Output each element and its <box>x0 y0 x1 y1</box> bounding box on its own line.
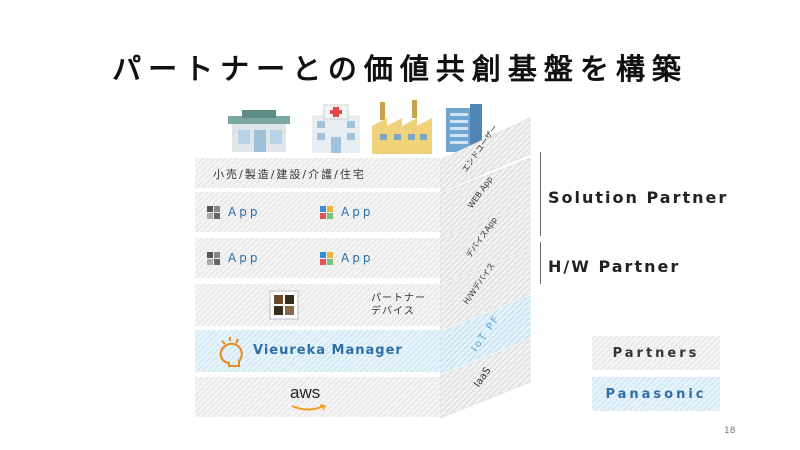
web-app-2: App <box>320 205 373 219</box>
partner-device-line1: パートナー <box>371 293 426 304</box>
layer-device-app: App App <box>195 238 440 278</box>
app-grid-icon <box>320 205 333 219</box>
aws-smile-icon <box>291 404 327 411</box>
web-app-1-label: App <box>228 205 261 219</box>
stack-side-faces <box>440 118 531 419</box>
hospital-icon <box>312 104 360 153</box>
web-app-2-label: App <box>341 205 374 219</box>
partner-device-label: パートナー デバイス <box>371 292 426 318</box>
hw-partner-label: H/W Partner <box>548 257 681 276</box>
page-title: パートナーとの価値共創基盤を構築 <box>112 52 688 86</box>
device-app-2-label: App <box>341 251 374 265</box>
legend-panasonic: Panasonic <box>592 377 720 411</box>
solution-partner-bracket <box>540 152 541 236</box>
device-app-2: App <box>320 251 373 265</box>
device-icon <box>269 290 299 320</box>
aws-logo: aws <box>290 383 321 402</box>
device-app-1: App <box>207 251 260 265</box>
app-grid-icon <box>207 251 220 265</box>
store-icon <box>228 110 290 152</box>
industry-label: 小売/製造/建設/介護/住宅 <box>213 168 366 181</box>
layer-end-user: 小売/製造/建設/介護/住宅 <box>195 158 440 188</box>
layer-hw-device: パートナー デバイス <box>195 284 440 326</box>
vieureka-manager-label: Vieureka Manager <box>253 343 403 358</box>
vieureka-logo-icon <box>219 337 243 367</box>
legend-partners: Partners <box>592 336 720 370</box>
layer-iaas: aws <box>195 377 440 417</box>
app-grid-icon <box>320 251 333 265</box>
web-app-1: App <box>207 205 260 219</box>
device-app-1-label: App <box>228 251 261 265</box>
solution-partner-label: Solution Partner <box>548 188 729 207</box>
hw-partner-bracket <box>540 242 541 284</box>
layer-web-app: App App <box>195 192 440 232</box>
page-number: 18 <box>724 426 736 436</box>
office-building-icon <box>446 104 482 152</box>
partner-device-line2: デバイス <box>371 306 415 317</box>
layer-iot-platform: Vieureka Manager <box>195 330 440 372</box>
app-grid-icon <box>207 205 220 219</box>
factory-icon <box>372 100 432 154</box>
